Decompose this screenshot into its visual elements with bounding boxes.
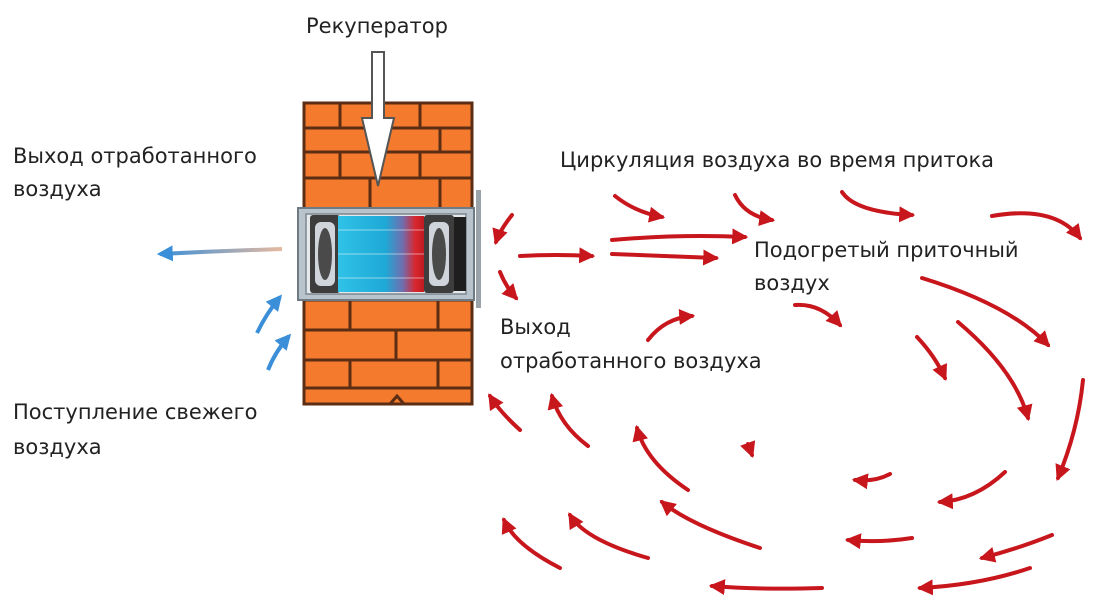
flow-arrow-icon bbox=[156, 245, 283, 262]
flow-arrow-icon bbox=[840, 190, 916, 223]
flow-arrow-icon bbox=[492, 213, 514, 246]
label-exhaust-outside-line2: воздуха bbox=[13, 177, 102, 201]
flow-arrow-icon bbox=[659, 499, 762, 550]
flow-arrow-icon bbox=[501, 517, 562, 570]
label-exhaust-room-line2: отработанного воздуха bbox=[500, 349, 762, 373]
red-air-flows bbox=[488, 190, 1085, 596]
flow-arrow-icon bbox=[956, 320, 1033, 422]
flow-arrow-icon bbox=[1055, 378, 1085, 481]
label-exhaust-room-line1: Выход bbox=[500, 315, 571, 339]
flow-arrow-icon bbox=[851, 472, 892, 490]
flow-arrow-icon bbox=[266, 333, 292, 371]
flow-arrow-icon bbox=[915, 335, 947, 381]
flow-arrow-icon bbox=[255, 294, 283, 334]
flow-arrow-icon bbox=[916, 566, 1032, 596]
flow-arrow-icon bbox=[740, 440, 756, 459]
label-fresh-air-line2: воздуха bbox=[13, 435, 102, 459]
flow-arrow-icon bbox=[844, 533, 914, 550]
flow-arrow-icon bbox=[920, 276, 1051, 348]
flow-arrow-icon bbox=[498, 270, 519, 301]
brick-wall-lower bbox=[302, 298, 474, 406]
flow-arrow-icon bbox=[613, 194, 666, 223]
flow-arrow-icon bbox=[733, 193, 776, 227]
label-fresh-air-line1: Поступление свежего bbox=[13, 400, 258, 424]
down-arrow-icon bbox=[360, 51, 396, 187]
flow-arrow-icon bbox=[978, 533, 1054, 563]
flow-arrow-icon bbox=[793, 302, 843, 328]
flow-arrow-icon bbox=[488, 393, 522, 432]
recuperator-unit bbox=[297, 190, 481, 308]
fan-icon bbox=[310, 215, 340, 293]
flow-arrow-icon bbox=[610, 249, 720, 266]
flow-arrow-icon bbox=[518, 247, 596, 264]
flow-arrow-icon bbox=[547, 392, 590, 448]
blue-air-flows bbox=[156, 245, 292, 371]
flow-arrow-icon bbox=[990, 211, 1082, 241]
label-circulation: Циркуляция воздуха во время притока bbox=[560, 148, 995, 172]
flow-arrow-icon bbox=[646, 308, 696, 342]
flow-arrow-icon bbox=[610, 228, 749, 245]
label-heated-supply-line2: воздух bbox=[754, 271, 830, 295]
label-recuperator: Рекуператор bbox=[306, 14, 448, 38]
label-heated-supply-line1: Подогретый приточный bbox=[754, 238, 1019, 262]
flow-arrow-icon bbox=[708, 579, 824, 596]
flow-arrow-icon bbox=[632, 424, 690, 492]
fan-icon bbox=[424, 215, 454, 293]
flow-arrow-icon bbox=[936, 470, 1007, 510]
flow-arrow-icon bbox=[568, 512, 650, 560]
label-exhaust-outside-line1: Выход отработанного bbox=[13, 144, 257, 168]
